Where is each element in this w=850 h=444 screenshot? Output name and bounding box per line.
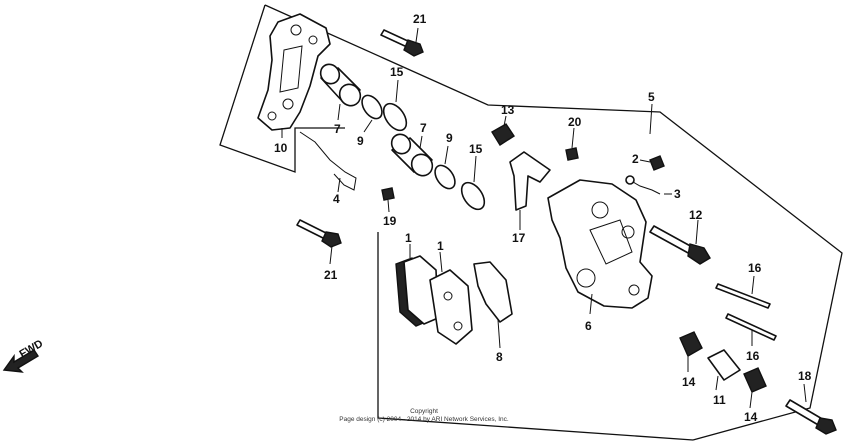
boot-14-right	[743, 367, 767, 393]
bolt-21-top	[380, 29, 424, 57]
callout-8: 8	[496, 350, 503, 364]
callout-4: 4	[333, 192, 340, 206]
pin-16-lower	[725, 313, 777, 341]
callout-14-left: 14	[682, 375, 696, 389]
bolt-21-lower	[296, 219, 342, 248]
callout-16-upper: 16	[748, 261, 762, 275]
callout-6: 6	[585, 319, 592, 333]
callout-18: 18	[798, 369, 812, 383]
shim-8	[473, 261, 513, 323]
seal-15-upper	[382, 102, 408, 132]
callout-13: 13	[501, 103, 515, 117]
bleeder-cap-13	[491, 123, 515, 146]
callout-7-lower: 7	[420, 121, 427, 135]
callout-1-left: 1	[405, 231, 412, 245]
caliper-assembly-frame	[264, 4, 843, 441]
bolt-18	[785, 399, 837, 435]
callout-20: 20	[568, 115, 582, 129]
callout-15-upper: 15	[390, 65, 404, 79]
pad-retainer-17	[509, 151, 551, 211]
brake-pad-1-left	[395, 255, 439, 327]
piston-7-lower	[390, 133, 434, 177]
callout-1-right: 1	[437, 239, 444, 253]
callout-12: 12	[689, 208, 703, 222]
callout-9-upper: 9	[357, 134, 364, 148]
callout-21-lower: 21	[324, 268, 338, 282]
pin-19	[381, 187, 395, 213]
pin-plug-2-3	[625, 155, 665, 195]
copyright-title: Copyright	[410, 408, 438, 415]
caliper-body	[547, 179, 653, 309]
callout-21-top: 21	[413, 12, 427, 26]
bolt-12	[649, 225, 711, 265]
fwd-arrow-icon: FWD	[2, 338, 45, 373]
callout-7-upper: 7	[334, 122, 341, 136]
caliper-bracket	[257, 13, 331, 131]
callout-14-right: 14	[744, 410, 758, 424]
seal-15-lower	[460, 181, 486, 211]
boot-14-left	[679, 331, 703, 357]
callout-16-lower: 16	[746, 349, 760, 363]
callout-2: 2	[632, 152, 639, 166]
seal-9-upper	[361, 94, 383, 120]
pad-group-frame	[377, 232, 694, 441]
seal-9-lower	[434, 164, 456, 190]
pin-16-upper	[715, 283, 771, 309]
callout-10: 10	[274, 141, 288, 155]
copyright-line: Page design (c) 2004 - 2014 by ARI Netwo…	[339, 416, 509, 423]
callout-15-lower: 15	[469, 142, 483, 156]
callout-3: 3	[674, 187, 681, 201]
callout-17: 17	[512, 231, 526, 245]
piston-7-upper	[319, 63, 362, 107]
callout-5: 5	[648, 90, 655, 104]
pad-spring-4	[299, 131, 357, 191]
callout-9-lower: 9	[446, 131, 453, 145]
callout-11: 11	[713, 393, 726, 407]
bleeder-screw-20	[565, 147, 579, 161]
left-bracket-frame	[219, 4, 345, 173]
callout-19: 19	[383, 214, 397, 228]
brake-pad-1-right	[429, 269, 473, 345]
collar-11	[707, 349, 741, 381]
